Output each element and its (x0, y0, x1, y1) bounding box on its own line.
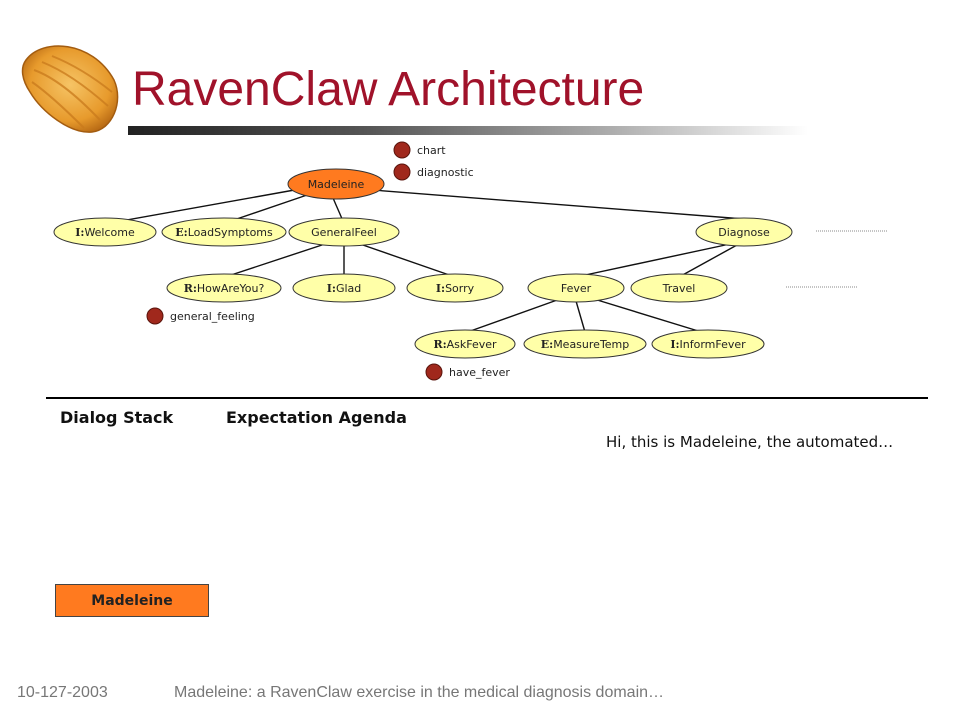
node-label: Sorry (445, 282, 475, 295)
node-label: LoadSymptoms (188, 226, 273, 239)
footer-slide-number: 10-127-2003 (17, 684, 108, 701)
svg-text:I:Welcome: I:Welcome (75, 226, 135, 239)
task-tree-diagram: Madeleine I:Welcome E:LoadSymptoms Gener… (53, 141, 888, 381)
node-label: Madeleine (308, 178, 365, 191)
concept-chart[interactable]: chart (393, 141, 446, 159)
svg-text:I:Glad: I:Glad (327, 282, 362, 295)
system-utterance: Hi, this is Madeleine, the automated… (606, 433, 894, 451)
node-prefix: E: (541, 338, 553, 351)
edge-fever-informfever (593, 298, 709, 335)
node-prefix: R: (433, 338, 446, 351)
title-underline-bar (128, 126, 808, 135)
node-prefix: I: (75, 226, 84, 239)
svg-text:R:HowAreYou?: R:HowAreYou? (184, 282, 265, 295)
node-glad[interactable]: I:Glad (292, 273, 396, 303)
svg-text:Travel: Travel (662, 282, 696, 295)
node-welcome[interactable]: I:Welcome (53, 217, 157, 247)
svg-text:Fever: Fever (561, 282, 592, 295)
node-label: Fever (561, 282, 592, 295)
edge-fever-askfever (461, 298, 561, 335)
concept-have-fever[interactable]: have_fever (425, 363, 510, 381)
node-sorry[interactable]: I:Sorry (406, 273, 504, 303)
svg-text:Diagnose: Diagnose (718, 226, 770, 239)
svg-text:E:LoadSymptoms: E:LoadSymptoms (175, 226, 273, 239)
node-label: Travel (662, 282, 696, 295)
section-divider (46, 397, 928, 399)
dialog-stack-heading: Dialog Stack (60, 408, 174, 427)
edge-madeleine-generalfeel (332, 197, 344, 222)
node-prefix: I: (436, 282, 445, 295)
svg-text:GeneralFeel: GeneralFeel (311, 226, 377, 239)
node-prefix: R: (184, 282, 197, 295)
node-madeleine[interactable]: Madeleine (287, 168, 385, 200)
node-travel[interactable]: Travel (630, 273, 728, 303)
node-fever[interactable]: Fever (527, 273, 625, 303)
node-label: Glad (336, 282, 361, 295)
concept-label: diagnostic (417, 166, 474, 179)
node-askfever[interactable]: R:AskFever (414, 329, 516, 359)
node-label: Diagnose (718, 226, 770, 239)
concept-label: have_fever (449, 366, 510, 379)
edge-diagnose-travel (678, 244, 738, 278)
node-prefix: I: (670, 338, 679, 351)
edge-madeleine-diagnose (359, 188, 745, 220)
expectation-agenda-heading: Expectation Agenda (226, 408, 407, 427)
edge-generalfeel-sorry (359, 243, 456, 278)
node-measuretemp[interactable]: E:MeasureTemp (523, 329, 647, 359)
edge-diagnose-fever (575, 243, 731, 278)
node-label: MeasureTemp (553, 338, 629, 351)
concept-label: chart (417, 144, 446, 157)
concept-diagnostic[interactable]: diagnostic (393, 163, 474, 181)
node-informfever[interactable]: I:InformFever (651, 329, 765, 359)
svg-text:R:AskFever: R:AskFever (433, 338, 497, 351)
concept-label: general_feeling (170, 310, 255, 323)
node-generalfeel[interactable]: GeneralFeel (288, 217, 400, 247)
node-label: InformFever (680, 338, 747, 351)
node-howareyou[interactable]: R:HowAreYou? (166, 273, 282, 303)
node-loadsymptoms[interactable]: E:LoadSymptoms (161, 217, 287, 247)
svg-text:Madeleine: Madeleine (308, 178, 365, 191)
node-label: Welcome (84, 226, 135, 239)
node-label: AskFever (447, 338, 497, 351)
edge-fever-measuretemp (575, 300, 586, 333)
node-label: HowAreYou? (197, 282, 265, 295)
footer-caption: Madeleine: a RavenClaw exercise in the m… (174, 684, 665, 701)
edge-generalfeel-howareyou (224, 243, 326, 278)
dialog-stack-item-madeleine[interactable]: Madeleine (55, 584, 209, 617)
svg-text:E:MeasureTemp: E:MeasureTemp (541, 338, 630, 351)
node-prefix: I: (327, 282, 336, 295)
node-label: GeneralFeel (311, 226, 377, 239)
svg-text:I:InformFever: I:InformFever (670, 338, 746, 351)
madeleine-cookie-logo (21, 45, 119, 133)
svg-text:I:Sorry: I:Sorry (436, 282, 475, 295)
node-prefix: E: (175, 226, 187, 239)
edge-madeleine-welcome (109, 188, 301, 224)
node-diagnose[interactable]: Diagnose (695, 217, 793, 247)
concept-general-feeling[interactable]: general_feeling (146, 307, 255, 325)
slide-title: RavenClaw Architecture (132, 63, 645, 116)
